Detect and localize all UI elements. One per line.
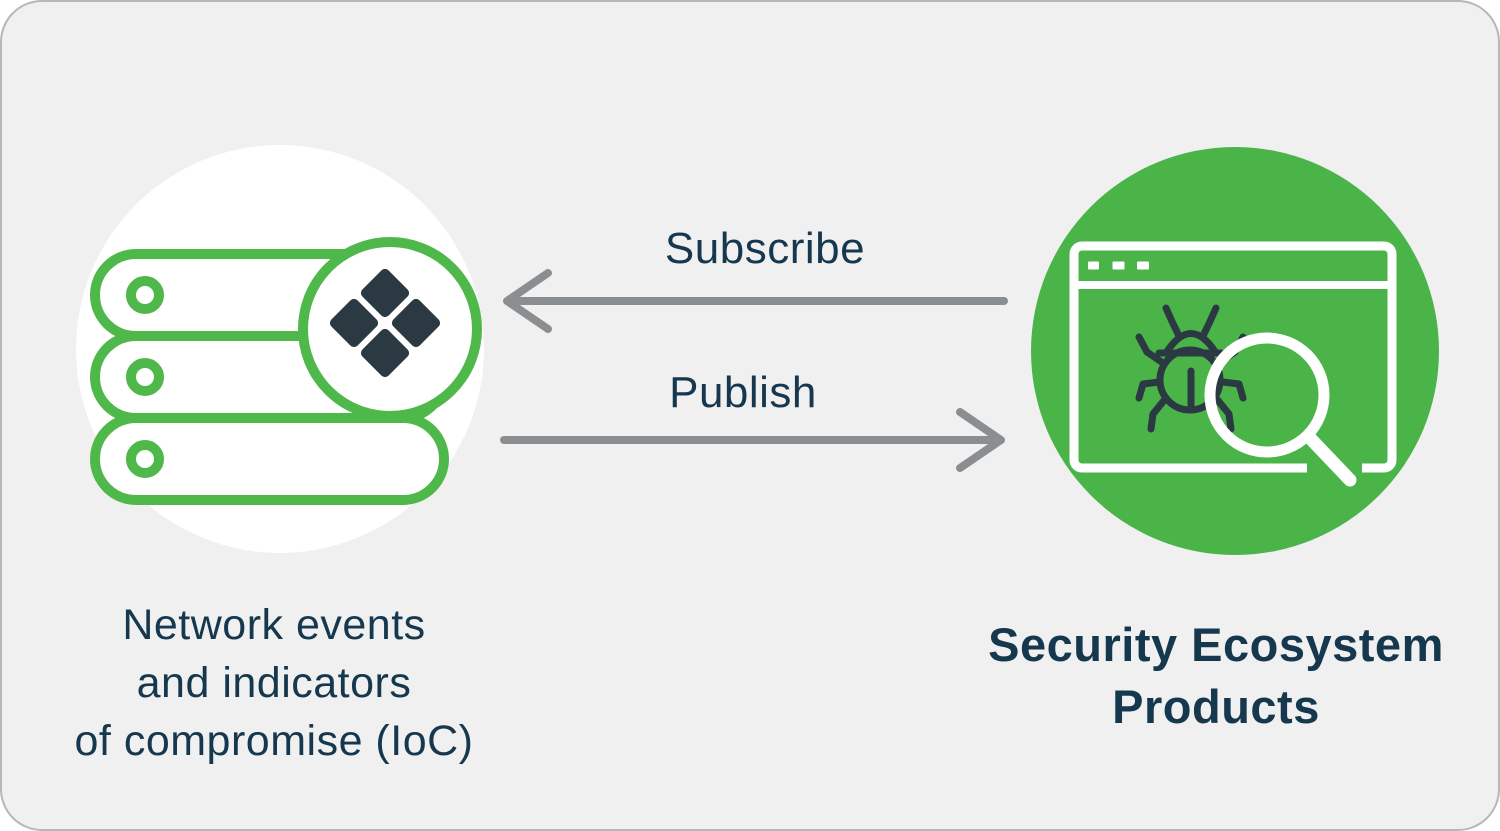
right-caption-line-2: Products — [1112, 680, 1320, 733]
publish-arrow-label: Publish — [669, 368, 817, 417]
subscribe-arrow-label: Subscribe — [664, 224, 866, 273]
arrowhead-left-icon — [503, 269, 552, 333]
subscribe-arrow — [503, 269, 1008, 333]
publish-arrow — [500, 408, 1005, 472]
left-node-caption: Network events and indicators of comprom… — [75, 596, 474, 770]
arrowhead-right-icon — [956, 408, 1005, 472]
left-caption-line-3: of compromise (IoC) — [74, 717, 474, 765]
left-caption-line-1: Network events — [122, 601, 426, 649]
magnifier-icon — [1204, 332, 1357, 487]
diamonds-icon — [329, 268, 441, 378]
right-node-caption: Security Ecosystem Products — [988, 614, 1444, 738]
badge-circle — [298, 237, 482, 421]
bug-icon — [1135, 304, 1247, 433]
left-caption-line-2: and indicators — [136, 659, 412, 707]
browser-menu-dots-icon — [1088, 261, 1149, 270]
browser-window-icon — [1069, 241, 1397, 479]
right-caption-line-1: Security Ecosystem — [988, 618, 1444, 671]
server-stack-icon — [90, 237, 482, 505]
